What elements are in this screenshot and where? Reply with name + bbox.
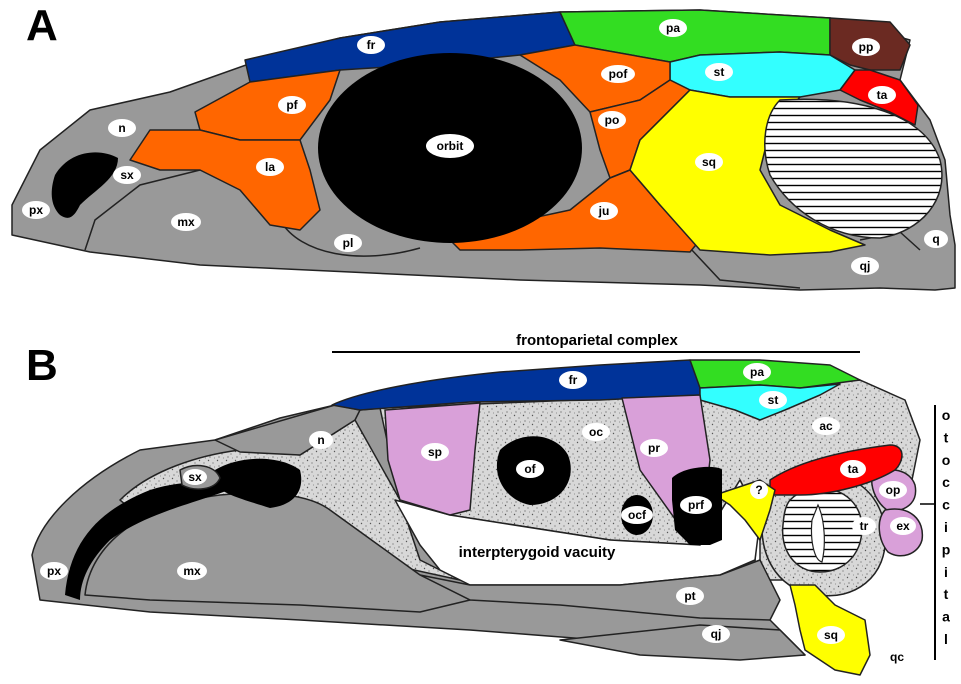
label-ac-b: ac bbox=[819, 419, 833, 433]
otoccipital-letter: l bbox=[944, 631, 948, 647]
label-qj-b: qj bbox=[711, 627, 722, 641]
label-n-a: n bbox=[118, 121, 125, 135]
label-pa-a: pa bbox=[666, 21, 680, 35]
otoccipital-letter: i bbox=[944, 519, 948, 535]
label-sx-a: sx bbox=[120, 168, 134, 182]
otoccipital-letter: t bbox=[944, 586, 949, 602]
otoccipital-letter: c bbox=[942, 497, 950, 513]
otoccipital-letter: o bbox=[942, 452, 951, 468]
label-ocf-b: ocf bbox=[628, 508, 647, 522]
label-n-b: n bbox=[317, 433, 324, 447]
label-pa-b: pa bbox=[750, 365, 764, 379]
label-sx-b: sx bbox=[188, 470, 202, 484]
label-op-b: op bbox=[886, 483, 901, 497]
label-sq-a: sq bbox=[702, 155, 716, 169]
otoccipital-letter: t bbox=[944, 429, 949, 445]
frontoparietal-caption: frontoparietal complex bbox=[516, 332, 678, 349]
label-fr-a: fr bbox=[367, 38, 376, 52]
otoccipital-letter: o bbox=[942, 407, 951, 423]
label-st-b: st bbox=[768, 393, 779, 407]
otoccipital-letter: i bbox=[944, 564, 948, 580]
label-pt-b: pt bbox=[684, 589, 695, 603]
label-question-b: ? bbox=[755, 483, 762, 497]
label-pr-b: pr bbox=[648, 441, 660, 455]
label-px-a: px bbox=[29, 203, 43, 217]
label-la-a: la bbox=[265, 160, 275, 174]
panel-a-letter: A bbox=[26, 1, 58, 50]
label-tr-b: tr bbox=[860, 519, 869, 533]
label-vacuity-b: interpterygoid vacuity bbox=[459, 544, 616, 561]
label-sq-b: sq bbox=[824, 628, 838, 642]
label-orbit-a: orbit bbox=[437, 139, 464, 153]
label-sp-b: sp bbox=[428, 445, 442, 459]
label-qc-b: qc bbox=[890, 650, 904, 664]
label-ta-b: ta bbox=[848, 462, 859, 476]
label-qj-a: qj bbox=[860, 259, 871, 273]
label-mx-b: mx bbox=[183, 564, 201, 578]
label-pp-a: pp bbox=[859, 40, 874, 54]
label-prf-b: prf bbox=[688, 498, 705, 512]
panel-b-letter: B bbox=[26, 341, 58, 390]
panel-a: A fr pa bbox=[12, 1, 955, 290]
otoccipital-letter: a bbox=[942, 609, 950, 625]
label-pl-a: pl bbox=[343, 236, 354, 250]
otoccipital-letter: c bbox=[942, 474, 950, 490]
label-mx-a: mx bbox=[177, 215, 195, 229]
label-po-a: po bbox=[605, 113, 620, 127]
label-ju-a: ju bbox=[598, 204, 610, 218]
label-of-b: of bbox=[524, 462, 536, 476]
label-q-a: q bbox=[932, 232, 939, 246]
otoccipital-letter: p bbox=[942, 541, 951, 557]
label-ta-a: ta bbox=[877, 88, 888, 102]
label-pf-a: pf bbox=[286, 98, 298, 112]
supratemporal-a bbox=[670, 52, 855, 97]
label-fr-b: fr bbox=[569, 373, 578, 387]
label-ex-b: ex bbox=[896, 519, 910, 533]
label-pof-a: pof bbox=[609, 67, 629, 81]
label-st-a: st bbox=[714, 65, 725, 79]
label-px-b: px bbox=[47, 564, 61, 578]
label-oc-b: oc bbox=[589, 425, 603, 439]
